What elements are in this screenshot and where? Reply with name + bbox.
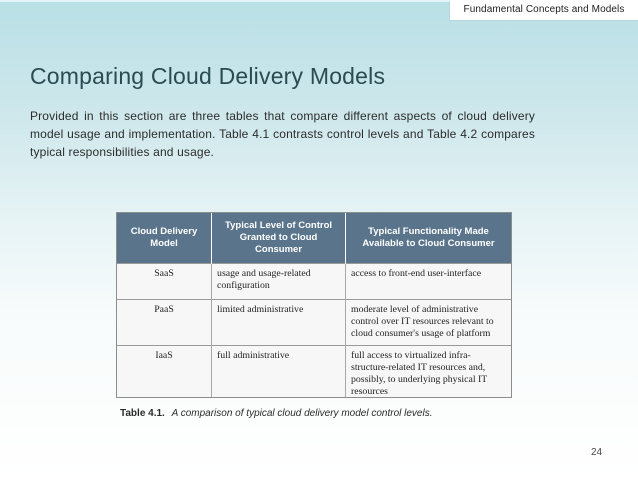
table-header-row: Cloud Delivery Model Typical Level of Co… [117,213,511,263]
table-caption-text: A comparison of typical cloud delivery m… [171,408,433,419]
comparison-table-card: Cloud Delivery Model Typical Level of Co… [116,212,512,398]
control-cell-iaas: full administrative [211,344,346,397]
functionality-cell-saas: access to front-end user-interface [345,262,511,299]
model-cell-paas: PaaS [117,298,213,345]
table-row: SaaS usage and usage-related configurati… [117,262,511,299]
model-cell-saas: SaaS [117,262,213,299]
header-functionality: Typical Functionality Made Available to … [345,213,511,263]
header-control-level: Typical Level of Control Granted to Clou… [211,213,346,263]
functionality-cell-iaas: full access to virtualized infra-structu… [345,344,511,397]
control-cell-paas: limited administrative [211,298,346,345]
model-cell-iaas: IaaS [117,344,213,397]
control-cell-saas: usage and usage-related configuration [211,262,346,299]
header-tag: Fundamental Concepts and Models [450,0,638,20]
table-row: PaaS limited administrative moderate lev… [117,298,511,345]
top-border-line [0,0,638,2]
page-number: 24 [591,447,603,458]
table-caption-label: Table 4.1. [120,408,165,419]
table-caption: Table 4.1. A comparison of typical cloud… [120,408,432,419]
comparison-table: Cloud Delivery Model Typical Level of Co… [117,213,511,397]
table-row: IaaS full administrative full access to … [117,344,511,397]
slide-body-text: Provided in this section are three table… [30,109,535,159]
slide-title: Comparing Cloud Delivery Models [30,63,386,89]
functionality-cell-paas: moderate level of administrative control… [345,298,511,345]
header-cloud-delivery-model: Cloud Delivery Model [117,213,213,263]
